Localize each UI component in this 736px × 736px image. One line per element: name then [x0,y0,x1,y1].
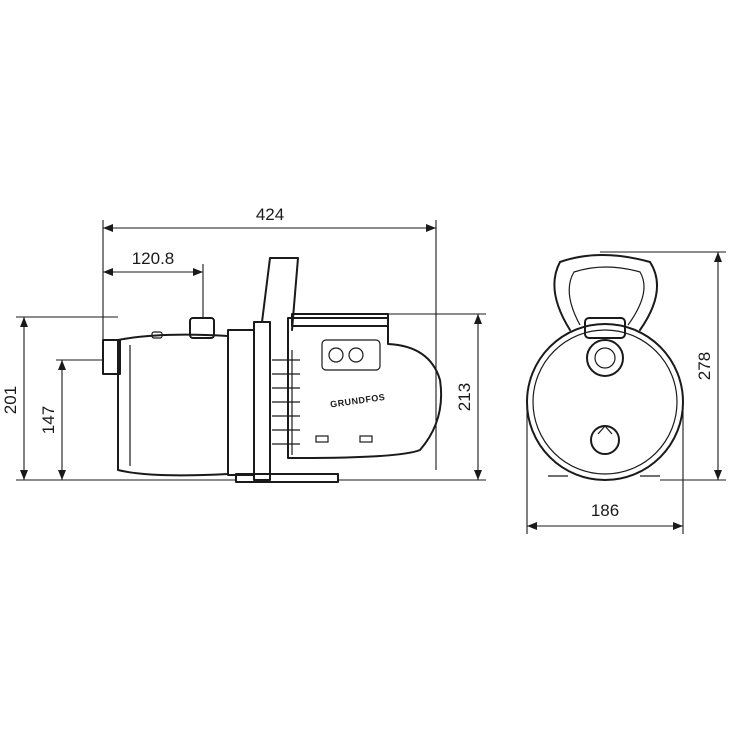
dimension-label-120-8: 120.8 [132,249,175,268]
dimension-inlet-offset: 120.8 [103,249,204,318]
dimension-label-186: 186 [591,501,619,520]
dimension-width: 186 [526,402,684,534]
dimension-label-201: 201 [1,386,20,414]
dimension-height-with-handle: 278 [600,251,726,481]
pump-side-view: GRUNDFOS [102,257,443,483]
brand-label-side: GRUNDFOS [330,392,386,410]
dimension-overall-length: 424 [102,205,437,470]
dimension-label-424: 424 [256,205,284,224]
pump-front-view [526,254,684,481]
dimension-label-278: 278 [695,352,714,380]
dimension-label-147: 147 [39,406,58,434]
dimension-inlet-height: 147 [39,359,103,480]
dimension-overall-height: 201 [1,316,236,481]
dimension-motor-height: 213 [338,313,486,481]
dimension-label-213: 213 [455,383,474,411]
